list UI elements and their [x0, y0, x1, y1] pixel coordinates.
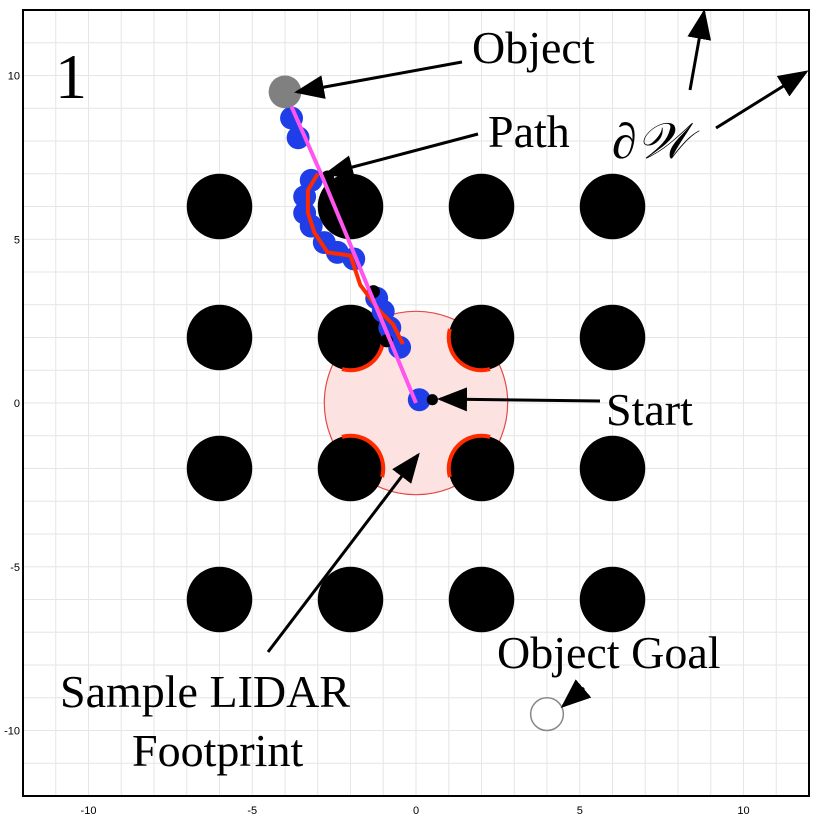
y-tick-label: 10: [8, 71, 20, 83]
lidar-hit-arc: [341, 433, 386, 478]
obstacle: [186, 435, 253, 502]
y-tick-label: 0: [14, 398, 20, 410]
x-tick-label: 5: [577, 805, 583, 817]
obstacle: [186, 566, 253, 633]
x-tick-label: -10: [81, 805, 97, 817]
x-tick-label: 10: [737, 805, 749, 817]
goal-arrow: [560, 679, 592, 708]
y-tick-label: -10: [4, 726, 20, 738]
y-tick-label: 5: [14, 234, 20, 246]
lidar-hit-arc: [446, 433, 491, 478]
obstacle: [579, 566, 646, 633]
obstacle: [317, 566, 384, 633]
lidar-label-line2: Footprint: [132, 725, 303, 776]
obstacle: [448, 566, 515, 633]
path-arrow: [323, 132, 479, 179]
obstacle: [317, 173, 384, 240]
plot-frame: [22, 9, 810, 797]
start-arrow: [437, 387, 601, 412]
tick-labels: -10 -5 0 5 10 -10 -5 0 5 10: [4, 71, 750, 818]
obstacle: [579, 304, 646, 371]
object-disc: [268, 75, 302, 109]
object-goal-marker: [529, 697, 565, 732]
x-tick-label: -5: [247, 805, 257, 817]
obstacle: [579, 435, 646, 502]
lidar-hit-arc: [446, 328, 491, 373]
boundary-label: ∂𝒲: [612, 113, 700, 169]
path-label: Path: [488, 106, 570, 157]
object-label: Object: [472, 22, 595, 73]
start-marker: [426, 394, 438, 406]
boundary-arrow-top: [687, 9, 712, 91]
boundary-arrow-right: [715, 70, 809, 130]
start-label: Start: [606, 384, 693, 435]
annotation-arrows: [266, 9, 809, 708]
obstacle: [186, 173, 253, 240]
obstacle: [448, 173, 515, 240]
lidar-arrow: [266, 452, 420, 653]
scene: [186, 75, 646, 732]
panel-label: 1: [55, 41, 87, 112]
object-arrow: [294, 60, 463, 99]
object-goal-label: Object Goal: [497, 627, 721, 678]
red-trace: [305, 172, 405, 345]
obstacle: [448, 435, 515, 502]
obstacle: [186, 304, 253, 371]
obstacle: [448, 304, 515, 371]
y-tick-label: -5: [10, 562, 20, 574]
obstacle: [579, 173, 646, 240]
path-line: [283, 91, 418, 404]
obstacle: [317, 304, 384, 371]
lidar-label-line1: Sample LIDAR: [60, 666, 350, 717]
obstacle: [317, 435, 384, 502]
x-tick-label: 0: [413, 805, 419, 817]
